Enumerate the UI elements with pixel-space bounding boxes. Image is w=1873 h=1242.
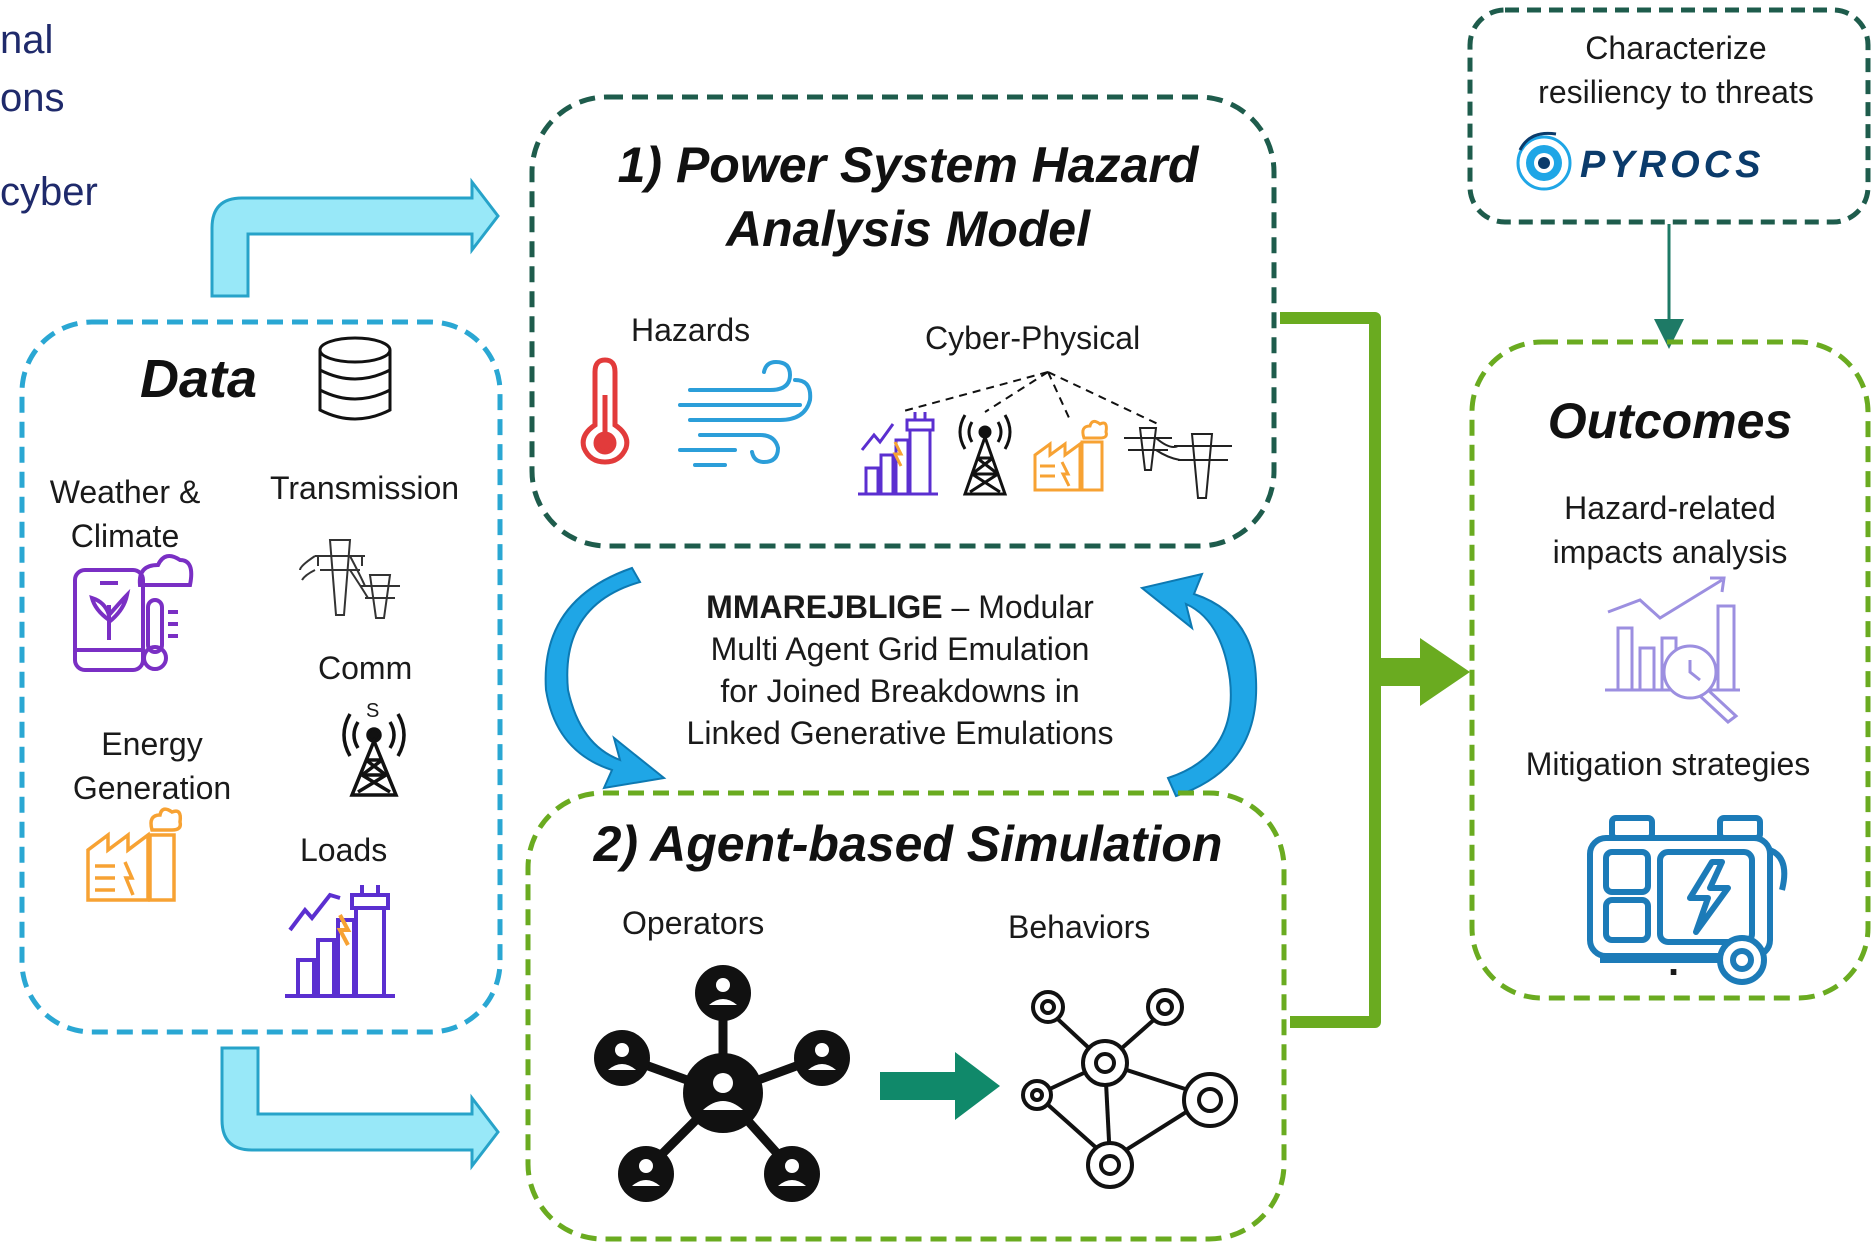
outcomes-title: Outcomes <box>1547 393 1793 449</box>
cyber-physical-label: Cyber-Physical <box>925 320 1141 356</box>
energy-generation-icon <box>86 807 183 902</box>
hazard-model-frame <box>529 94 1277 549</box>
pyrocs-logo-icon <box>1516 131 1572 191</box>
cut-off-text-2: ons <box>0 76 65 120</box>
operators-network-icon <box>594 965 850 1202</box>
comm-tower-small-icon <box>958 414 1012 496</box>
green-arrow-to-outcomes <box>1375 638 1470 706</box>
impacts-analysis-icon <box>1605 576 1740 724</box>
comm-tower-icon <box>342 713 406 797</box>
hazards-label: Hazards <box>631 312 751 348</box>
loads-icon <box>285 885 395 998</box>
emulation-acronym: MMAREJBLIGE <box>706 589 943 625</box>
emulation-line-3: Linked Generative Emulations <box>686 715 1114 751</box>
data-panel-frame <box>19 319 503 1035</box>
agent-sim-frame <box>525 790 1287 1242</box>
loads-label: Loads <box>300 832 388 868</box>
thermometer-icon <box>580 357 630 465</box>
operators-label: Operators <box>622 905 765 941</box>
data-to-hazard-arrow <box>210 177 500 298</box>
behaviors-network-icon <box>1021 988 1238 1189</box>
emulation-line-2: for Joined Breakdowns in <box>720 673 1080 709</box>
energy-label: Energy Generation <box>72 726 232 806</box>
hazard-model-title-2: Analysis Model <box>726 201 1090 257</box>
loads-small-icon <box>858 412 938 496</box>
right-curved-arrow <box>1139 572 1258 798</box>
data-title: Data <box>140 349 258 409</box>
outcomes-frame <box>1469 339 1871 1001</box>
emulation-description: MMAREJBLIGE – Modular Multi Agent Grid E… <box>687 586 1114 754</box>
pyrocs-line-1: Characterize <box>1585 30 1767 66</box>
cyber-physical-connectors <box>899 371 1161 426</box>
behaviors-label: Behaviors <box>1008 909 1151 945</box>
cut-off-text-1: nal <box>0 18 54 62</box>
database-icon <box>318 336 392 421</box>
data-to-agent-arrow <box>220 1046 500 1171</box>
transmission-tower-icon <box>299 539 400 619</box>
operators-to-behaviors-arrow <box>880 1052 1000 1120</box>
energy-generation-small-icon <box>1033 419 1108 492</box>
left-curved-arrow <box>544 566 667 790</box>
comm-s-glyph: S <box>366 700 380 722</box>
cut-off-text-3: cyber <box>0 170 98 214</box>
hazard-impacts-label: Hazard-related impacts analysis <box>1552 490 1788 570</box>
hazard-model-title-1: 1) Power System Hazard <box>617 137 1199 193</box>
transmission-tower-small-icon <box>1124 427 1232 499</box>
weather-climate-icon <box>73 554 194 672</box>
outcomes-dot: . <box>1668 940 1680 984</box>
pyrocs-logo-text: PYROCS <box>1580 144 1765 186</box>
transmission-label: Transmission <box>270 470 460 506</box>
comm-label: Comm <box>318 650 413 686</box>
pyrocs-frame <box>1467 7 1871 225</box>
emulation-dash-text: – Modular <box>942 589 1094 625</box>
mitigation-label: Mitigation strategies <box>1525 746 1811 782</box>
pyrocs-line-2: resiliency to threats <box>1538 74 1814 110</box>
weather-label: Weather & Climate <box>49 474 201 554</box>
agent-sim-title: 2) Agent-based Simulation <box>593 816 1223 872</box>
emulation-line-1: Multi Agent Grid Emulation <box>710 631 1090 667</box>
wind-icon <box>678 359 813 467</box>
green-connector <box>1280 312 1381 1028</box>
generator-icon <box>1587 815 1788 985</box>
